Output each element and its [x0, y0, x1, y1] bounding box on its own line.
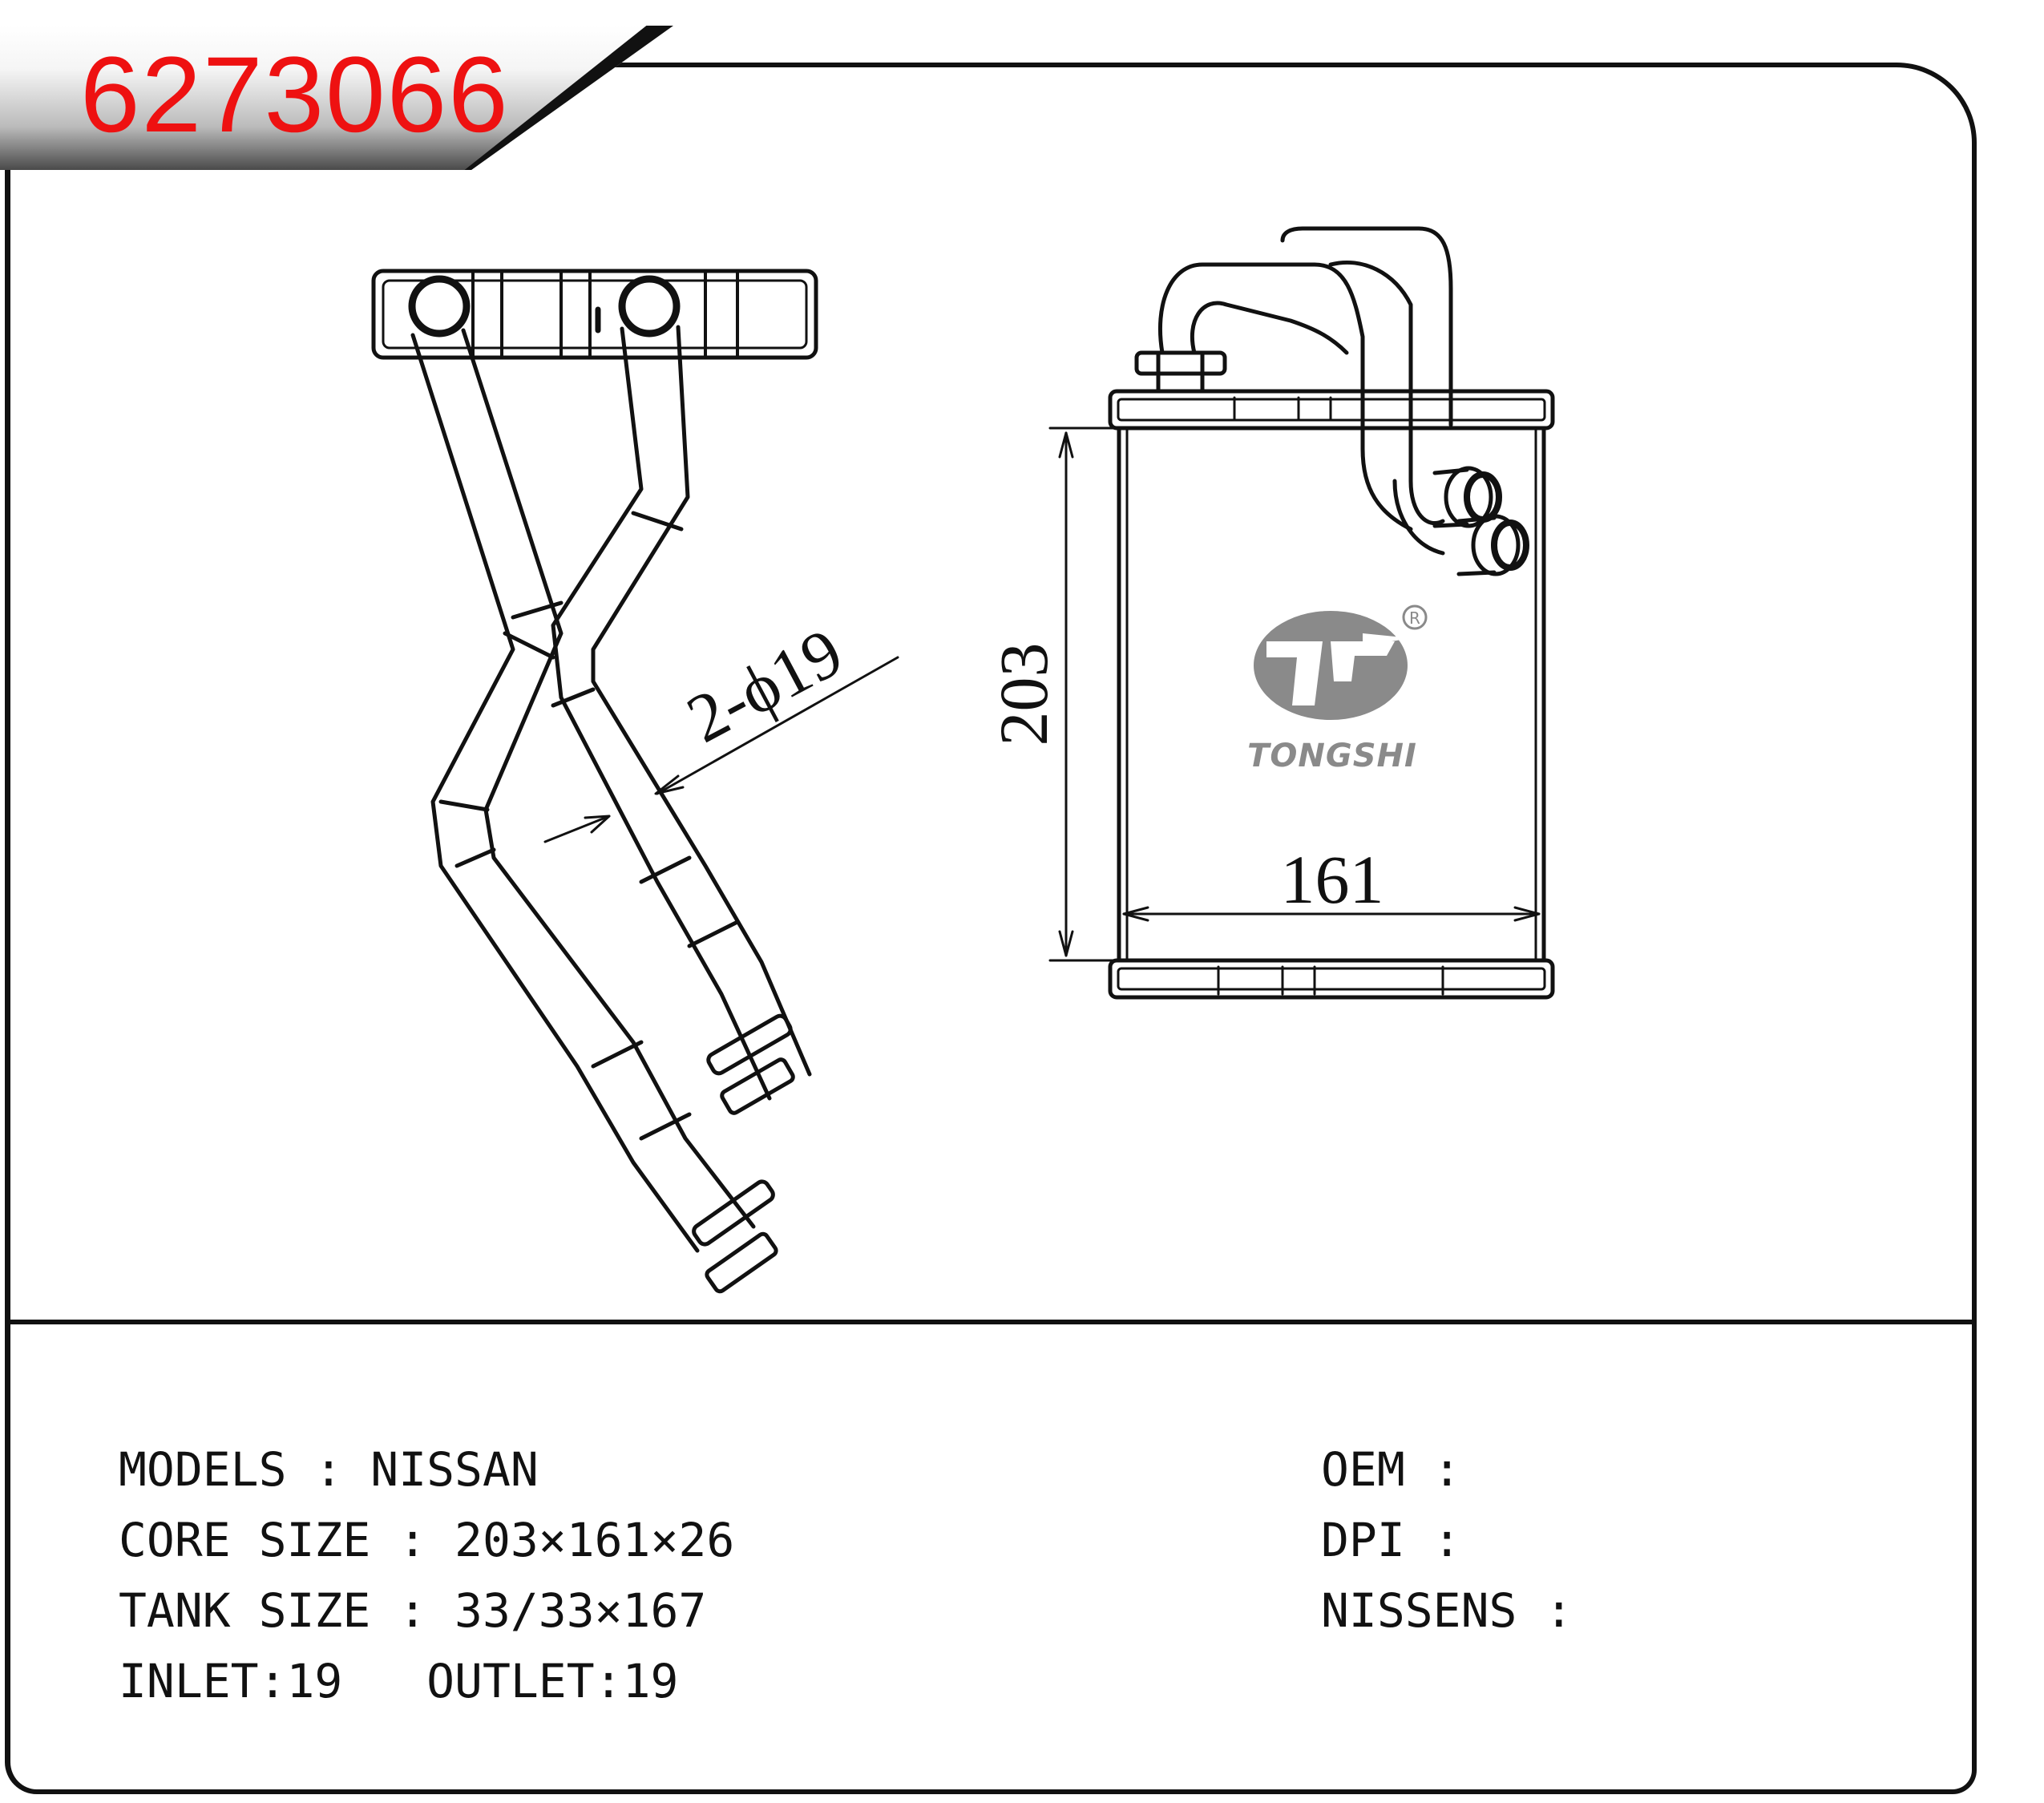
inlet-label: INLET: — [119, 1654, 287, 1708]
oem-separator: : — [1432, 1442, 1461, 1497]
part-number: 6273066 — [80, 35, 510, 155]
models-label: MODELS — [119, 1442, 287, 1497]
tank-size-label: TANK SIZE — [119, 1583, 371, 1638]
left-pipe-wall-b — [461, 328, 756, 1229]
nissens-row: NISSENS : — [1321, 1587, 1601, 1634]
inlet-value: 19 — [286, 1654, 343, 1708]
registered-mark: R — [1409, 608, 1420, 628]
brand-name: TONGSHI — [1247, 738, 1417, 774]
right-pipe-end — [720, 1057, 795, 1115]
left-pipe-opening — [408, 275, 471, 338]
connector-upper — [1444, 466, 1493, 528]
drawing-frame — [5, 63, 1977, 1794]
side-tank — [371, 269, 818, 360]
height-dimension: 203 — [985, 643, 1062, 746]
oem-label: OEM — [1321, 1442, 1405, 1497]
registered-icon — [1402, 604, 1428, 630]
outlet-value: 19 — [622, 1654, 679, 1708]
left-pipe-fitting — [692, 1179, 775, 1247]
tank-size-separator: : — [398, 1583, 427, 1638]
dpi-separator: : — [1432, 1513, 1461, 1567]
core-size-value: 203×161×26 — [454, 1513, 735, 1567]
models-value: NISSAN — [370, 1442, 539, 1497]
outlet-label: OUTLET: — [426, 1654, 623, 1708]
logo-mark — [1254, 611, 1408, 720]
bottom-tank — [1108, 958, 1555, 1000]
core-size-row: CORE SIZE : 203×161×26 — [119, 1517, 734, 1563]
left-pipe-wall-a — [410, 333, 700, 1253]
core-size-separator: : — [398, 1513, 427, 1567]
top-pipe-c — [1280, 226, 1453, 427]
top-pipe-b — [1190, 301, 1349, 355]
inlet-outlet-row: INLET:19 OUTLET:19 — [119, 1658, 678, 1704]
nissens-label: NISSENS — [1321, 1583, 1517, 1638]
brand-logo: R — [1254, 604, 1428, 720]
tank-size-value: 33/33×167 — [454, 1583, 707, 1638]
front-view — [1048, 226, 1555, 1000]
technical-drawing: 2-ϕ19 — [371, 226, 1555, 1294]
right-pipe-wall-a — [551, 326, 772, 1101]
right-pipe-fitting — [706, 1013, 793, 1076]
tank-size-row: TANK SIZE : 33/33×167 — [119, 1587, 706, 1634]
right-pipe-opening — [618, 275, 681, 338]
dpi-label: DPI — [1321, 1513, 1405, 1567]
models-row: MODELS : NISSAN — [119, 1446, 539, 1493]
pipe-diameter-callout: 2-ϕ19 — [675, 613, 854, 758]
nissens-separator: : — [1545, 1583, 1573, 1638]
connector-lower — [1471, 514, 1521, 576]
side-tank-inner — [382, 279, 808, 350]
core — [1117, 426, 1546, 963]
section-divider — [5, 1320, 1977, 1324]
core-size-label: CORE SIZE — [119, 1513, 371, 1567]
models-separator: : — [314, 1442, 343, 1497]
width-dimension: 161 — [1281, 841, 1384, 918]
left-pipe-end — [705, 1231, 778, 1294]
dpi-row: DPI : — [1321, 1517, 1489, 1563]
top-pipe-a — [1157, 262, 1365, 403]
right-pipe-wall-b — [591, 325, 812, 1077]
side-view — [371, 269, 899, 1294]
top-pipe-d — [1328, 260, 1445, 525]
oem-row: OEM : — [1321, 1446, 1489, 1493]
